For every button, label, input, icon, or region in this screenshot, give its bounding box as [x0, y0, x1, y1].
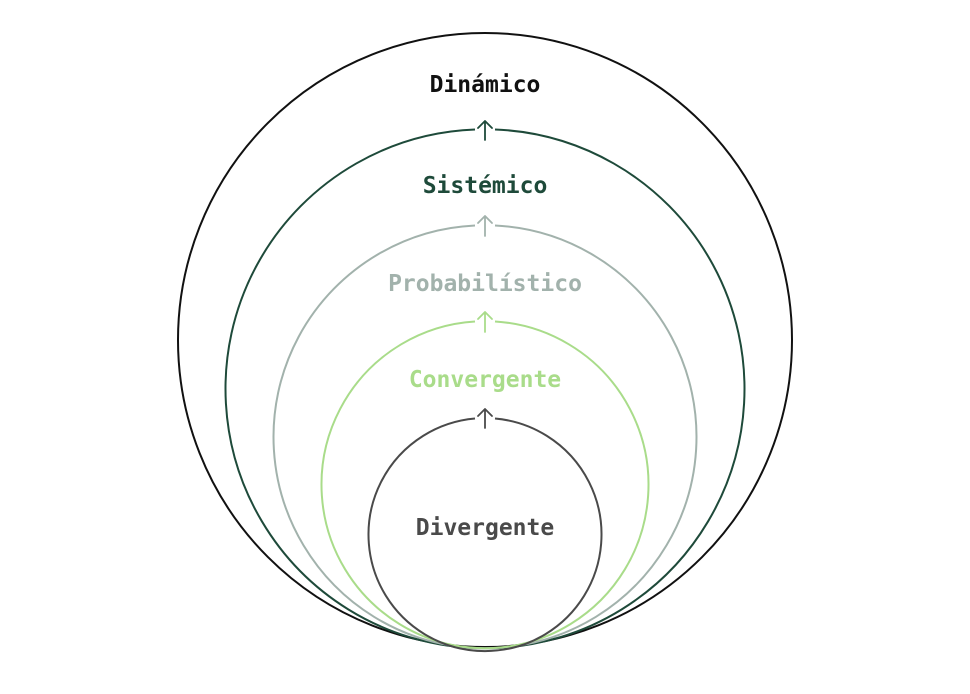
- arrow-up-icon: [477, 408, 493, 429]
- arrow-up-icon: [477, 311, 493, 333]
- label-convergente: Convergente: [409, 367, 561, 393]
- circle-convergente: [320, 320, 650, 650]
- layer-divergente: Divergente: [367, 408, 603, 653]
- arrow-up-icon: [477, 215, 493, 237]
- layer-dinamico: Dinámico: [177, 32, 793, 648]
- arrow-up-icon: [477, 120, 493, 141]
- layer-probabilistico: Probabilístico: [272, 215, 698, 650]
- label-dinamico: Dinámico: [430, 72, 541, 98]
- circle-divergente: [367, 417, 603, 653]
- circle-dinamico: [177, 32, 793, 648]
- layer-convergente: Convergente: [320, 311, 650, 650]
- label-divergente: Divergente: [416, 515, 554, 541]
- label-sistemico: Sistémico: [423, 173, 548, 199]
- label-probabilistico: Probabilístico: [388, 271, 582, 297]
